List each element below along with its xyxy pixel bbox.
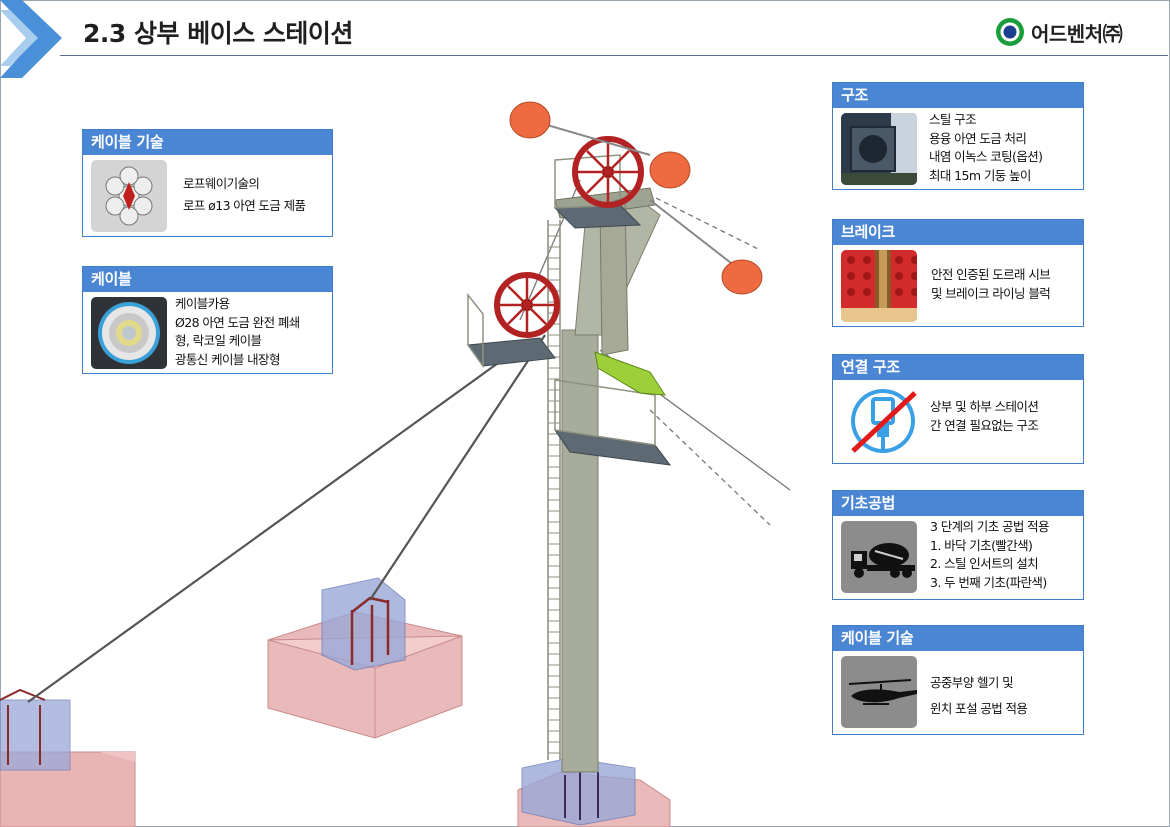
concrete-mixer-truck-icon (841, 521, 917, 593)
card-title: 케이블 기술 (83, 130, 332, 155)
card-line: 로프 ø13 아연 도금 제품 (183, 198, 306, 213)
card-line: 최대 15m 기둥 높이 (929, 167, 1031, 183)
tower-foundation (517, 757, 671, 827)
card-line: 윈치 포설 공법 적용 (930, 701, 1028, 716)
info-card: 기초공법 3 단계의 기초 공법 적용 1. 바닥 기초(빨간색) 2. 스틸 인서… (832, 490, 1084, 600)
platforms (467, 154, 672, 466)
card-title: 케이블 (83, 267, 332, 292)
logo-text: 어드벤처㈜ (1031, 21, 1123, 46)
steel-structure-photo-icon (841, 113, 917, 185)
card-title: 기초공법 (833, 491, 1083, 516)
card-line: 3 단계의 기초 공법 적용 (930, 519, 1050, 534)
card-line: 상부 및 하부 스테이션 (930, 399, 1039, 414)
card-line: 1. 바닥 기초(빨간색) (930, 537, 1033, 553)
main-cables (27, 334, 546, 703)
left-foundation (0, 688, 136, 827)
card-description: 3 단계의 기초 공법 적용 1. 바닥 기초(빨간색) 2. 스틸 인서트의 설치… (930, 518, 1050, 592)
no-connection-icon (841, 385, 917, 457)
locked-coil-cable-icon (91, 297, 167, 369)
brake-lining-photo-icon (841, 250, 917, 322)
card-line: 형, 락코일 케이블 (175, 333, 262, 348)
card-title: 케이블 기술 (833, 626, 1083, 651)
card-line: 광통신 케이블 내장형 (175, 351, 280, 367)
marker-balls (509, 101, 763, 295)
sheave-wheels (494, 136, 644, 338)
card-title: 브레이크 (833, 220, 1083, 245)
ladder-rungs (548, 224, 560, 754)
helicopter-icon (841, 656, 917, 728)
card-line: 2. 스틸 인서트의 설치 (930, 556, 1039, 571)
card-line: 안전 인증된 도르래 시브 (931, 267, 1051, 282)
middle-foundation (267, 577, 463, 739)
chevron-right-icon (0, 0, 62, 78)
card-line: 케이블카용 (175, 296, 230, 311)
card-line: 간 연결 필요없는 구조 (930, 417, 1039, 433)
page-title: 2.3 상부 베이스 스테이션 (83, 19, 353, 48)
card-line: Ø28 아연 도금 완전 폐쇄 (175, 314, 300, 330)
card-title: 연결 구조 (833, 355, 1083, 380)
tension-arm (594, 351, 666, 396)
card-title: 구조 (833, 83, 1083, 108)
card-line: 공중부양 헬기 및 (930, 675, 1014, 690)
wire-rope-cross-section-icon (91, 160, 167, 232)
card-line: 로프웨이기술의 (183, 176, 260, 191)
logo-ring-icon (996, 18, 1024, 46)
title-underline (60, 55, 1168, 56)
card-line: 3. 두 번째 기초(파란색) (930, 574, 1047, 590)
card-line: 내염 이녹스 코팅(옵션) (929, 149, 1043, 164)
card-line: 및 브레이크 라이닝 블럭 (931, 285, 1051, 301)
tower-ladder (547, 220, 561, 760)
card-line: 용융 아연 도금 처리 (929, 130, 1027, 146)
company-logo: 어드벤처㈜ (994, 16, 1123, 48)
base-station-diagram (0, 101, 791, 827)
tower-pole (554, 187, 661, 773)
card-line: 스틸 구조 (929, 112, 977, 127)
